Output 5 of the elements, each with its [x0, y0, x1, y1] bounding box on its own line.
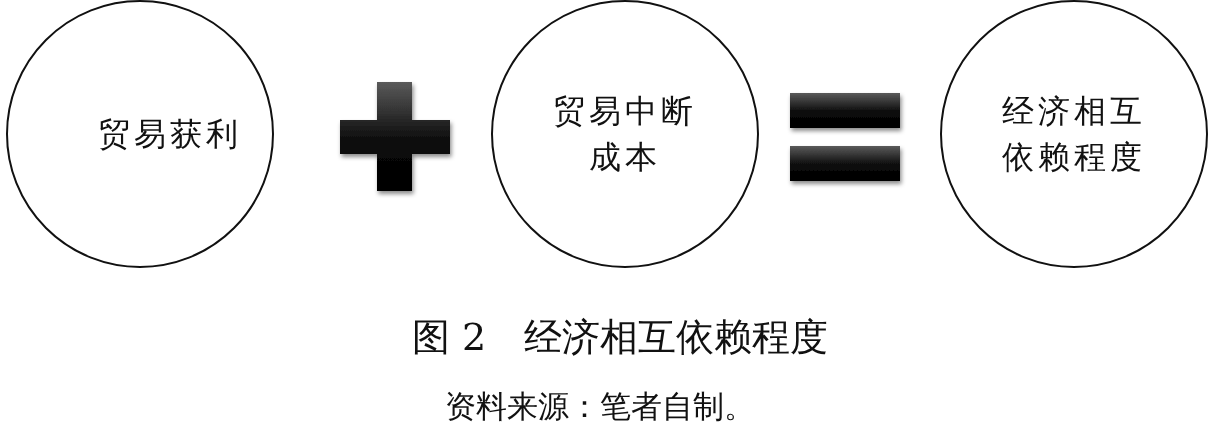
node-text: 贸易获利 — [98, 114, 242, 155]
source-note: 资料来源：笔者自制。 — [444, 387, 756, 426]
node-text: 贸易中断成本 — [552, 91, 698, 178]
figure-caption: 图 2 经济相互依赖程度 — [410, 314, 830, 361]
node-text: 经济相互依赖程度 — [1001, 91, 1147, 178]
